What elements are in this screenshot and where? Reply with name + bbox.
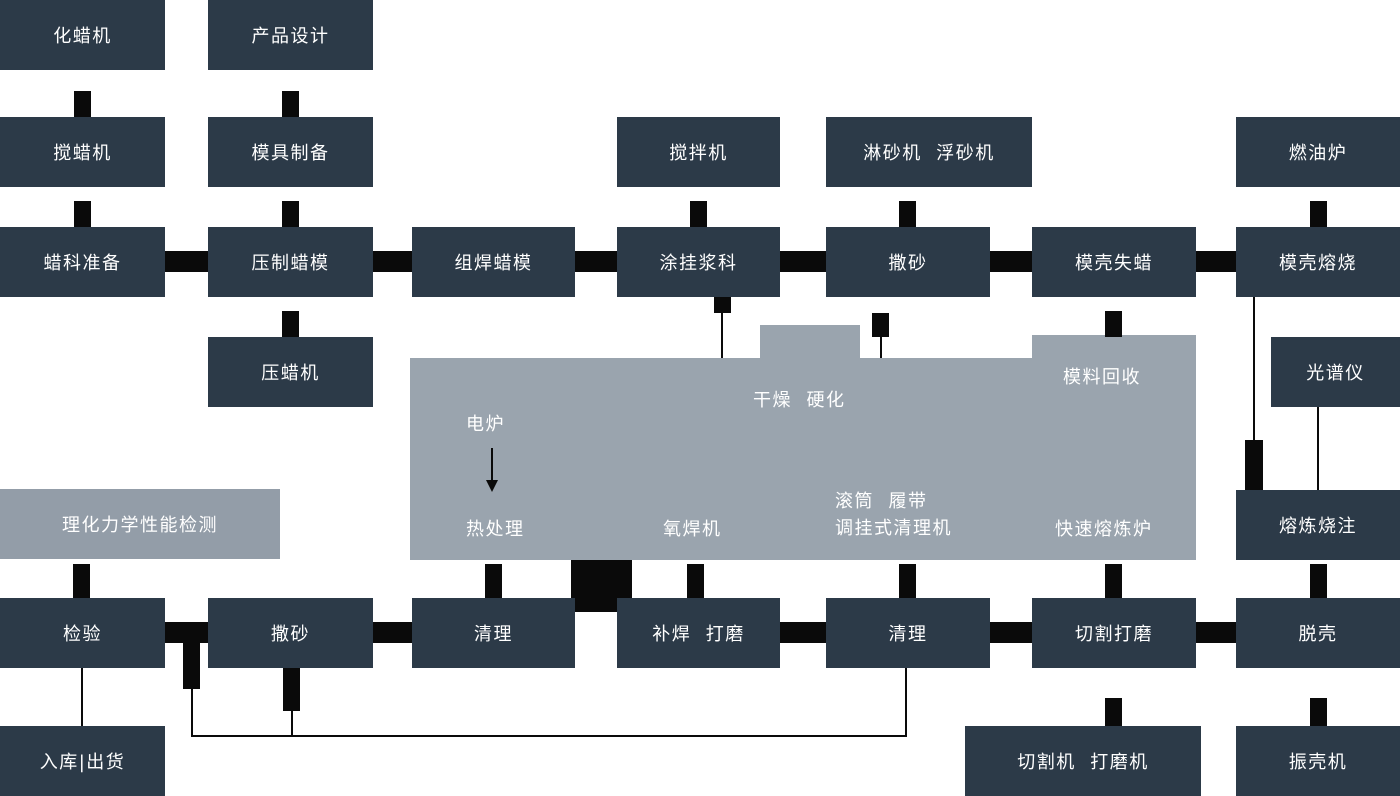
connector-qiege-tuoke-bar <box>1196 622 1236 643</box>
connector-linshaji-sasha <box>899 201 916 227</box>
connector-yazhi-zuhan-bar <box>373 251 412 272</box>
connector-tugua-sasha-bar <box>780 251 826 272</box>
connector-tugua-panel-stub <box>714 297 731 313</box>
connector-buhan-qingli2-bar <box>780 622 826 643</box>
connector-qingli2-return-line <box>905 668 907 737</box>
flow-node-tuo-ke: 脱壳 <box>1236 598 1400 668</box>
flow-node-zu-han-la-mo: 组焊蜡模 <box>412 227 575 297</box>
panel-label-gan-zao-ying-hua: 干燥 硬化 <box>753 390 846 411</box>
flow-node-ru-ku-chu-huo: 入库|出货 <box>0 726 165 796</box>
connector-jianyan-ruku-line <box>81 668 83 726</box>
connector-yanghanji-buhan <box>687 564 704 598</box>
connector-jianyan-drop-bar <box>183 643 200 689</box>
flow-node-jian-yan: 检验 <box>0 598 165 668</box>
connector-sasha2-drop-bar <box>283 668 300 711</box>
panel-label-yang-han-ji: 氧焊机 <box>663 519 722 540</box>
flow-node-bu-han-da-mo: 补焊 打磨 <box>617 598 780 668</box>
flow-node-hua-la-ji: 化蜡机 <box>0 0 165 70</box>
process-panel-dry-harden-tab <box>760 325 860 360</box>
connector-lihua-jianyan <box>73 564 90 598</box>
down-arrow-icon <box>486 448 498 492</box>
connector-rongzhu-tuoke <box>1310 564 1327 598</box>
panel-label-mo-liao-hui-shou: 模料回收 <box>1063 367 1141 388</box>
flow-node-qie-ge-da-mo: 切割打磨 <box>1032 598 1196 668</box>
panel-label-dian-lu: 电炉 <box>466 414 505 435</box>
connector-hualaji-jiaolaji <box>74 91 91 117</box>
connector-sasha2-drop-line <box>291 711 293 737</box>
flow-node-ran-you-lu: 燃油炉 <box>1236 117 1400 187</box>
flow-node-ya-zhi-la-mo: 压制蜡模 <box>208 227 373 297</box>
flow-node-li-hua-li-xue-jian-ce: 理化力学性能检测 <box>0 489 280 559</box>
connector-ranyoulu-mokerongshao <box>1310 201 1327 227</box>
flow-node-sa-sha-repair: 撒砂 <box>208 598 373 668</box>
flow-node-mo-ke-shi-la: 模壳失蜡 <box>1032 227 1196 297</box>
connector-sasha-qingli-bar <box>373 622 412 643</box>
flow-node-mo-ke-rong-shao: 模壳熔烧 <box>1236 227 1400 297</box>
connector-jianyan-drop-line <box>191 689 193 736</box>
connector-guangpuyi-line <box>1317 407 1319 490</box>
flow-node-lin-sha-ji-fu-sha-ji: 淋砂机 浮砂机 <box>826 117 1032 187</box>
connector-tugua-panel-line <box>721 313 723 358</box>
panel-label-re-chu-li: 热处理 <box>466 519 525 540</box>
flow-node-mu-ju-zhi-bei: 模具制备 <box>208 117 373 187</box>
connector-tuoke-zhenke-stub <box>1310 698 1327 726</box>
connector-lake-yazhi-bar <box>165 251 208 272</box>
panel-label-gun-tong-lv-dai: 滚筒 履带 <box>835 491 928 512</box>
flow-node-tu-gua-jiang-ke: 涂挂浆科 <box>617 227 780 297</box>
connector-sasha-moke-bar <box>990 251 1032 272</box>
connector-chanpin-muju <box>282 91 299 117</box>
connector-zuhan-tugua-bar <box>575 251 617 272</box>
connector-jiaobanji-tugua <box>690 201 707 227</box>
flow-node-jiao-ban-ji: 搅拌机 <box>617 117 780 187</box>
connector-muju-yazhi <box>282 201 299 227</box>
connector-ronglianlu-qiege <box>1105 564 1122 598</box>
connector-qiege-machine-stub <box>1105 698 1122 726</box>
process-panel-mold-recovery-ext <box>1032 335 1196 360</box>
connector-moke-rongshao-bar <box>1196 251 1236 272</box>
panel-label-diao-gua-shi-qing-li-ji: 调挂式清理机 <box>835 518 952 539</box>
flow-node-chan-pin-she-ji: 产品设计 <box>208 0 373 70</box>
connector-jianyan-sasha-bar <box>165 622 208 643</box>
connector-rechuli-qingli1 <box>485 564 502 598</box>
flow-node-zhen-ke-ji: 振壳机 <box>1236 726 1400 796</box>
flow-node-sa-sha-shell: 撒砂 <box>826 227 990 297</box>
flow-node-qie-ge-ji-da-mo-ji: 切割机 打磨机 <box>965 726 1201 796</box>
connector-jiaolaji-lake <box>74 201 91 227</box>
flow-node-la-ke-zhun-bei: 蜡科准备 <box>0 227 165 297</box>
connector-mokeshila-huishou <box>1105 311 1122 337</box>
connector-guntong-qingli2 <box>899 564 916 598</box>
connector-return-horizontal-line <box>191 735 907 737</box>
flow-node-jiao-la-ji: 搅蜡机 <box>0 117 165 187</box>
connector-qingli2-qiege-bar <box>990 622 1032 643</box>
connector-sasha-panel-stub <box>872 313 889 337</box>
panel-label-kuai-su-rong-lian-lu: 快速熔炼炉 <box>1055 519 1153 540</box>
connector-mokerongshao-line <box>1253 297 1255 442</box>
flow-node-rong-lian-shao-zhu: 熔炼烧注 <box>1236 490 1400 560</box>
process-panel-main <box>410 358 1196 560</box>
flow-node-qing-li-1: 清理 <box>412 598 575 668</box>
connector-yazhi-yalaji <box>282 311 299 337</box>
flow-node-guang-pu-yi: 光谱仪 <box>1271 337 1400 407</box>
connector-sasha-panel-line <box>880 337 882 358</box>
flow-node-ya-la-ji: 压蜡机 <box>208 337 373 407</box>
connector-mokerongshao-bar <box>1245 440 1263 490</box>
flow-node-qing-li-2: 清理 <box>826 598 990 668</box>
